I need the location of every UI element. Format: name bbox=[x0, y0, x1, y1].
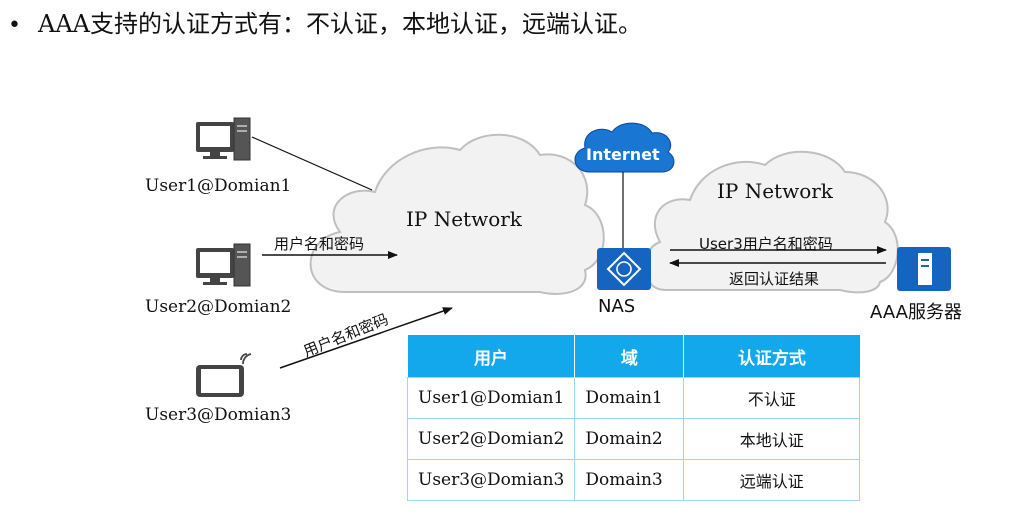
nas-router-icon bbox=[597, 248, 651, 290]
internet-label: Internet bbox=[586, 145, 660, 164]
cell-auth-method: 远端认证 bbox=[683, 459, 860, 501]
user2-pc-icon bbox=[196, 243, 251, 287]
aaa-server-label: AAA服务器 bbox=[870, 302, 962, 323]
cell-user: User3@Domian3 bbox=[406, 459, 576, 501]
user1-link bbox=[251, 136, 373, 191]
table-row: User1@Domian1 Domain1 不认证 bbox=[406, 377, 860, 419]
heading-text: AAA支持的认证方式有：不认证，本地认证，远端认证。 bbox=[38, 10, 642, 38]
header-domain: 域 bbox=[574, 335, 685, 378]
right-cloud-label: IP Network bbox=[717, 179, 833, 203]
cell-user: User2@Domian2 bbox=[406, 418, 576, 460]
cell-domain: Domain1 bbox=[574, 377, 685, 419]
table-header-row: 用户 域 认证方式 bbox=[407, 335, 860, 378]
table-row: User2@Domian2 Domain2 本地认证 bbox=[406, 418, 860, 460]
user3-arrow bbox=[279, 307, 453, 369]
internet-cloud bbox=[574, 122, 675, 173]
left-cloud-label: IP Network bbox=[406, 207, 522, 231]
header-auth-method: 认证方式 bbox=[683, 335, 860, 378]
user1-pc-icon bbox=[196, 117, 251, 161]
heading-line: • AAA支持的认证方式有：不认证，本地认证，远端认证。 bbox=[8, 6, 642, 44]
table-row: User3@Domian3 Domain3 远端认证 bbox=[406, 459, 860, 501]
cell-domain: Domain3 bbox=[574, 459, 685, 501]
cell-auth-method: 不认证 bbox=[683, 377, 860, 419]
cell-auth-method: 本地认证 bbox=[683, 418, 860, 460]
user3-label: User3@Domian3 bbox=[145, 405, 292, 425]
bullet-glyph: • bbox=[8, 13, 21, 38]
cell-domain: Domain2 bbox=[574, 418, 685, 460]
left-cloud bbox=[309, 133, 605, 295]
aaa-to-nas-label: 返回认证结果 bbox=[729, 270, 820, 288]
cell-user: User1@Domian1 bbox=[406, 377, 576, 419]
aaa-server-icon bbox=[897, 247, 951, 291]
right-cloud bbox=[643, 150, 899, 294]
nas-label: NAS bbox=[598, 296, 636, 317]
user3-tablet-icon bbox=[196, 353, 252, 397]
user1-label: User1@Domian1 bbox=[145, 176, 292, 196]
auth-table: 用户 域 认证方式 User1@Domian1 Domain1 不认证 User… bbox=[406, 335, 860, 501]
nas-to-aaa-label: User3用户名和密码 bbox=[699, 235, 833, 253]
user2-message-label: 用户名和密码 bbox=[274, 235, 365, 253]
user2-label: User2@Domian2 bbox=[145, 297, 292, 317]
header-user: 用户 bbox=[407, 335, 576, 378]
